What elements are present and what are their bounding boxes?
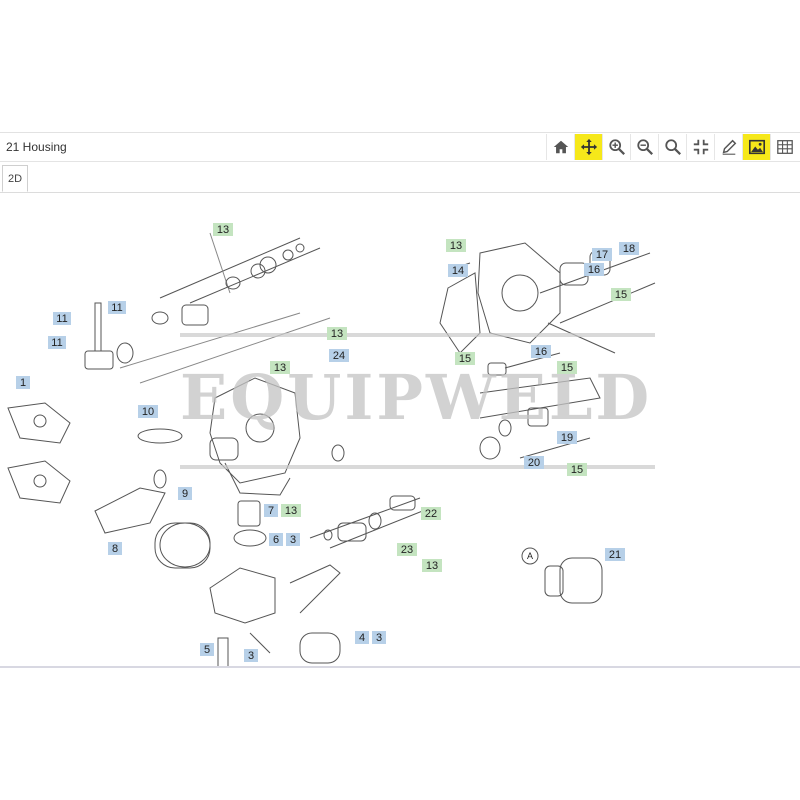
table-icon <box>776 140 793 154</box>
callout[interactable]: 13 <box>422 559 442 572</box>
annotate-button[interactable] <box>714 134 742 160</box>
home-icon <box>553 140 568 154</box>
move-button[interactable] <box>574 134 602 160</box>
fit-view-button[interactable] <box>686 134 714 160</box>
exploded-parts-diagram: EQUIPWELD 13 11 11 11 13 24 13 1 10 9 8 … <box>0 193 800 666</box>
callout[interactable]: 7 <box>264 504 278 517</box>
callout[interactable]: 1 <box>16 376 30 389</box>
toolbar <box>546 134 798 160</box>
callout[interactable]: 11 <box>48 336 66 349</box>
callout[interactable]: 16 <box>531 345 551 358</box>
tab-2d[interactable]: 2D <box>2 165 28 192</box>
callout[interactable]: 19 <box>557 431 577 444</box>
callout[interactable]: 3 <box>372 631 386 644</box>
callout[interactable]: 13 <box>213 223 233 236</box>
callout[interactable]: 15 <box>567 463 587 476</box>
callout[interactable]: 22 <box>421 507 441 520</box>
callout[interactable]: 23 <box>397 543 417 556</box>
image-view-button[interactable] <box>742 134 770 160</box>
callout[interactable]: 4 <box>355 631 369 644</box>
callout[interactable]: 9 <box>178 487 192 500</box>
callout[interactable]: 6 <box>269 533 283 546</box>
callout[interactable]: 11 <box>108 301 126 314</box>
callout[interactable]: 16 <box>584 263 604 276</box>
zoom-out-icon <box>636 139 653 155</box>
tab-bar: 2D <box>0 162 800 193</box>
zoom-search-icon <box>664 139 681 155</box>
callout[interactable]: 5 <box>200 643 214 656</box>
callout[interactable]: 15 <box>455 352 475 365</box>
page-title: 21 Housing <box>6 140 67 154</box>
zoom-in-button[interactable] <box>602 134 630 160</box>
zoom-search-button[interactable] <box>658 134 686 160</box>
callout[interactable]: 10 <box>138 405 158 418</box>
title-bar: 21 Housing <box>0 133 800 162</box>
callout[interactable]: 15 <box>611 288 631 301</box>
callout[interactable]: 13 <box>270 361 290 374</box>
callout[interactable]: 13 <box>327 327 347 340</box>
callout[interactable]: 8 <box>108 542 122 555</box>
callout[interactable]: 3 <box>286 533 300 546</box>
viewer-panel: 21 Housing <box>0 132 800 668</box>
callout[interactable]: 13 <box>281 504 301 517</box>
callout[interactable]: 14 <box>448 264 468 277</box>
callout[interactable]: 11 <box>53 312 71 325</box>
zoom-in-icon <box>608 139 625 155</box>
watermark-line-bottom <box>180 465 655 469</box>
callout[interactable]: 15 <box>557 361 577 374</box>
parts-drawing <box>7 232 656 666</box>
callout[interactable]: 3 <box>244 649 258 662</box>
watermark-line-top <box>180 333 655 337</box>
zoom-out-button[interactable] <box>630 134 658 160</box>
callout-letter: A <box>526 550 533 561</box>
callout[interactable]: 17 <box>592 248 612 261</box>
callout[interactable]: 13 <box>446 239 466 252</box>
callout[interactable]: 24 <box>329 349 349 362</box>
watermark-text: EQUIPWELD <box>180 361 653 434</box>
callout[interactable]: 18 <box>619 242 639 255</box>
table-button[interactable] <box>770 134 798 160</box>
callout[interactable]: 20 <box>524 456 544 469</box>
image-icon <box>748 139 765 155</box>
home-button[interactable] <box>546 134 574 160</box>
pencil-icon <box>722 139 736 155</box>
callout[interactable]: 21 <box>605 548 625 561</box>
move-icon <box>580 138 597 156</box>
fit-view-icon <box>693 139 708 155</box>
